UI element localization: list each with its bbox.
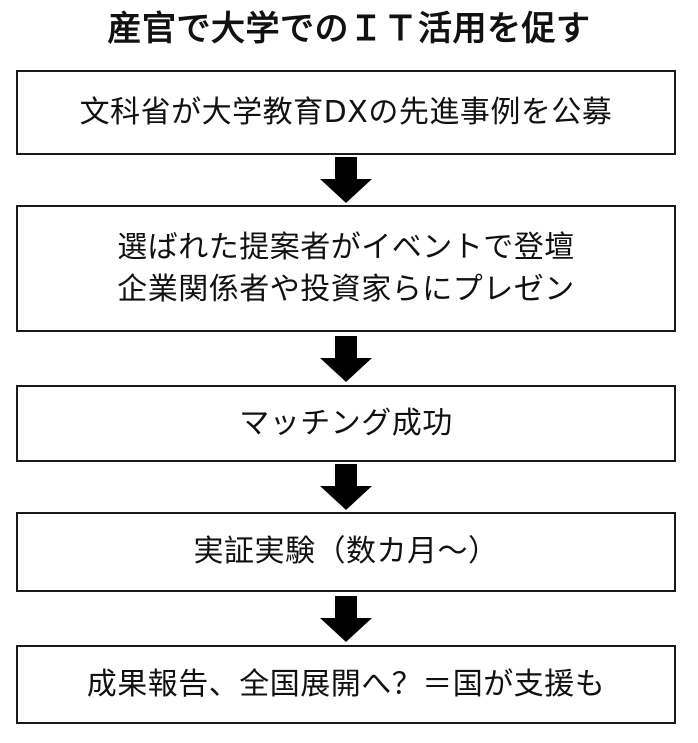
flow-connector-1: [16, 155, 676, 205]
flow-step-2-line-2: 企業関係者や投資家らにプレゼン: [117, 271, 575, 307]
flow-step-5: 成果報告、全国展開へ？＝国が支援も: [16, 645, 676, 724]
flow-connector-3: [16, 462, 676, 512]
flow-step-1-line-1: 文科省が大学教育DXの先進事例を公募: [79, 94, 613, 130]
down-arrow-icon: [320, 157, 372, 203]
flow-step-4: 実証実験（数カ月〜）: [16, 512, 676, 592]
flow-step-1: 文科省が大学教育DXの先進事例を公募: [16, 70, 676, 155]
flow-step-3: マッチング成功: [16, 385, 676, 462]
down-arrow-icon: [320, 595, 372, 642]
flow-connector-2: [16, 332, 676, 385]
flow-connector-4: [16, 592, 676, 645]
diagram-title: 産官で大学でのＩＴ活用を促す: [107, 9, 591, 49]
flow-step-stack: 文科省が大学教育DXの先進事例を公募 選ばれた提案者がイベントで登壇 企業関係者…: [16, 70, 676, 724]
flow-step-3-line-1: マッチング成功: [239, 405, 453, 441]
flow-step-2-line-1: 選ばれた提案者がイベントで登壇: [117, 229, 575, 265]
flow-step-5-line-1: 成果報告、全国展開へ？＝国が支援も: [86, 666, 606, 702]
flow-step-2: 選ばれた提案者がイベントで登壇 企業関係者や投資家らにプレゼン: [16, 205, 676, 332]
flow-step-4-line-1: 実証実験（数カ月〜）: [193, 534, 499, 569]
down-arrow-icon: [320, 335, 372, 382]
down-arrow-icon: [320, 464, 372, 510]
